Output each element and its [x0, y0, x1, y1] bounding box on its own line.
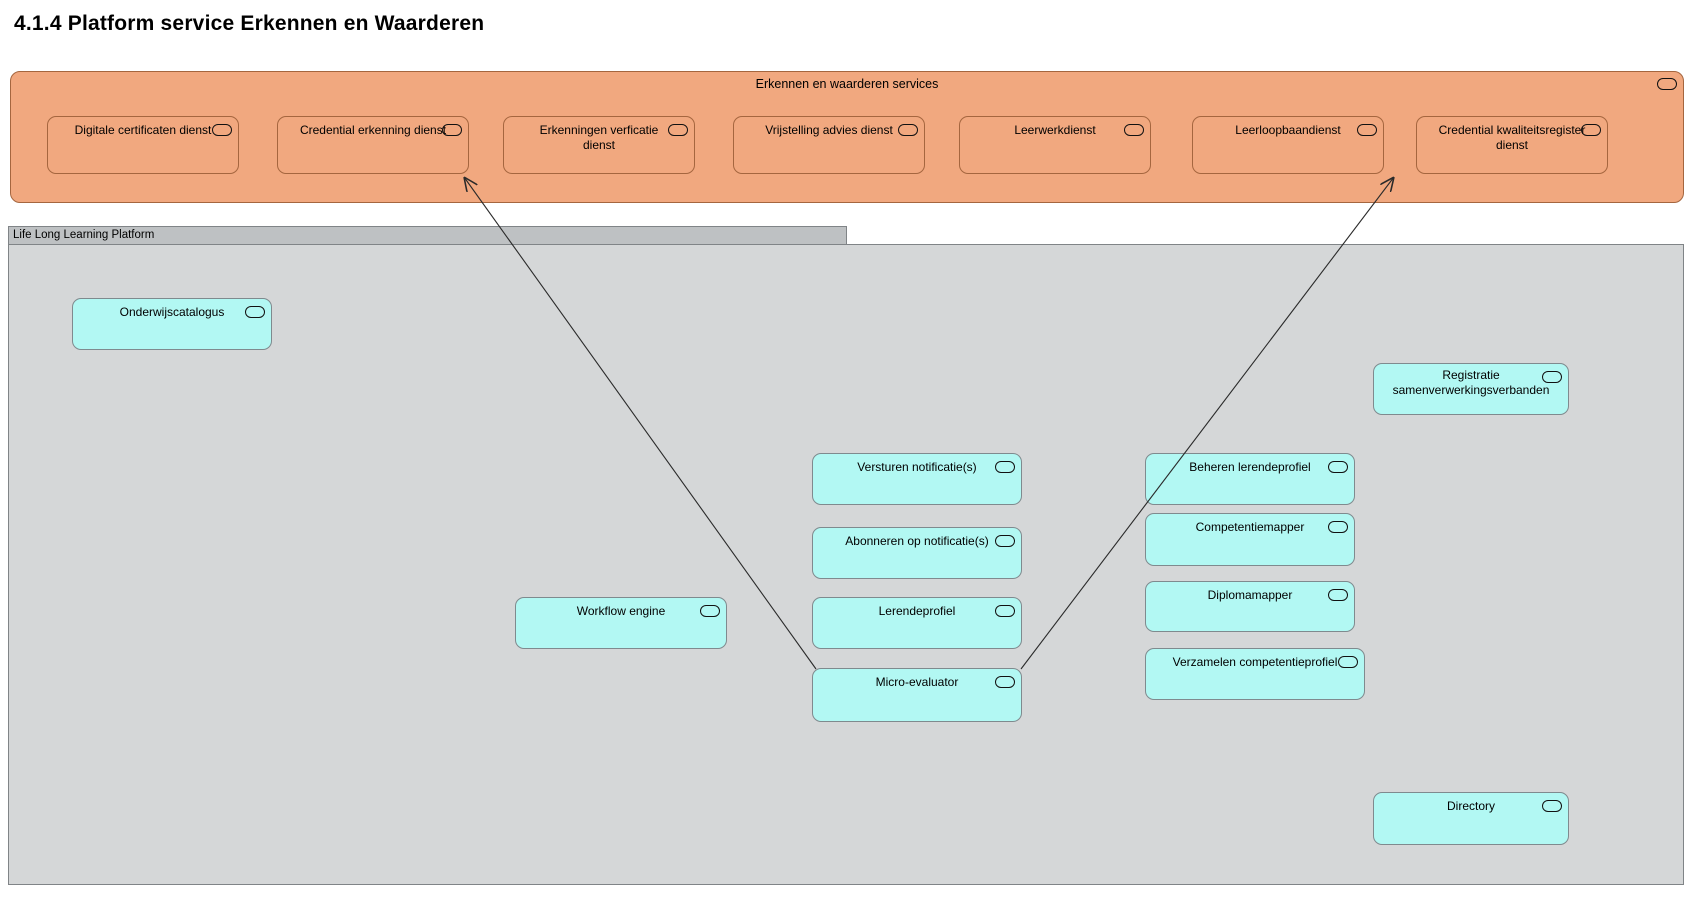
- application-service-icon: [1328, 461, 1348, 473]
- application-service-icon: [1542, 371, 1562, 383]
- node-micro-evaluator: Micro-evaluator: [812, 668, 1022, 722]
- node-leerloopbaandienst: Leerloopbaandienst: [1192, 116, 1384, 174]
- node-beheren-lerendeprofiel: Beheren lerendeprofiel: [1145, 453, 1355, 505]
- node-label: Lerendeprofiel: [878, 604, 956, 618]
- node-digitale-certificaten-dienst: Digitale certificaten dienst: [47, 116, 239, 174]
- node-label: Digitale certificaten dienst: [74, 123, 212, 137]
- group-life-long-learning-platform-tab: Life Long Learning Platform: [8, 226, 847, 245]
- node-workflow-engine: Workflow engine: [515, 597, 727, 649]
- application-service-icon: [1338, 656, 1358, 668]
- node-label: Versturen notificatie(s): [857, 460, 977, 474]
- application-service-icon: [700, 605, 720, 617]
- application-service-icon: [995, 461, 1015, 473]
- node-label: Beheren lerendeprofiel: [1189, 460, 1311, 474]
- node-label: Verzamelen competentieprofiel: [1172, 655, 1338, 669]
- node-label: Directory: [1446, 799, 1495, 813]
- application-service-icon: [995, 535, 1015, 547]
- node-onderwijscatalogus: Onderwijscatalogus: [72, 298, 272, 350]
- node-erkenningen-verficatie-dienst: Erkenningen verficatie dienst: [503, 116, 695, 174]
- application-service-icon: [212, 124, 232, 136]
- node-label: Onderwijscatalogus: [119, 305, 225, 319]
- application-service-icon: [1328, 521, 1348, 533]
- node-lerendeprofiel: Lerendeprofiel: [812, 597, 1022, 649]
- application-service-icon: [1124, 124, 1144, 136]
- application-service-icon: [1542, 800, 1562, 812]
- node-label: Credential erkenning dienst: [299, 123, 447, 137]
- node-credential-erkenning-dienst: Credential erkenning dienst: [277, 116, 469, 174]
- application-service-icon: [1357, 124, 1377, 136]
- node-diplomamapper: Diplomamapper: [1145, 581, 1355, 632]
- node-label: Competentiemapper: [1195, 520, 1305, 534]
- application-service-icon: [1657, 78, 1677, 90]
- application-service-icon: [1328, 589, 1348, 601]
- node-label: Leerloopbaandienst: [1235, 123, 1341, 137]
- node-versturen-notificaties: Versturen notificatie(s): [812, 453, 1022, 505]
- node-abonneren-op-notificaties: Abonneren op notificatie(s): [812, 527, 1022, 579]
- node-leerwerkdienst: Leerwerkdienst: [959, 116, 1151, 174]
- application-service-icon: [995, 605, 1015, 617]
- node-label: Diplomamapper: [1207, 588, 1293, 602]
- node-label: Credential kwaliteitsregister dienst: [1438, 123, 1586, 152]
- application-service-icon: [995, 676, 1015, 688]
- node-credential-kwaliteitsregister-dienst: Credential kwaliteitsregister dienst: [1416, 116, 1608, 174]
- application-service-icon: [668, 124, 688, 136]
- application-service-icon: [245, 306, 265, 318]
- group-label: Erkennen en waarderen services: [755, 77, 939, 91]
- node-verzamelen-competentieprofiel: Verzamelen competentieprofiel: [1145, 648, 1365, 700]
- node-label: Erkenningen verficatie dienst: [539, 123, 659, 152]
- node-vrijstelling-advies-dienst: Vrijstelling advies dienst: [733, 116, 925, 174]
- node-label: Abonneren op notificatie(s): [845, 534, 989, 548]
- node-label: Micro-evaluator: [875, 675, 959, 689]
- group-label: Life Long Learning Platform: [13, 229, 155, 241]
- node-label: Leerwerkdienst: [1014, 123, 1096, 137]
- node-competentiemapper: Competentiemapper: [1145, 513, 1355, 566]
- node-directory: Directory: [1373, 792, 1569, 845]
- node-label: Vrijstelling advies dienst: [765, 123, 893, 137]
- node-label: Registratie samenverwerkingsverbanden: [1392, 368, 1550, 397]
- application-service-icon: [1581, 124, 1601, 136]
- page-title: 4.1.4 Platform service Erkennen en Waard…: [14, 12, 485, 35]
- node-label: Workflow engine: [576, 604, 666, 618]
- node-registratie-samenverwerkingsverbanden: Registratie samenverwerkingsverbanden: [1373, 363, 1569, 415]
- application-service-icon: [898, 124, 918, 136]
- application-service-icon: [442, 124, 462, 136]
